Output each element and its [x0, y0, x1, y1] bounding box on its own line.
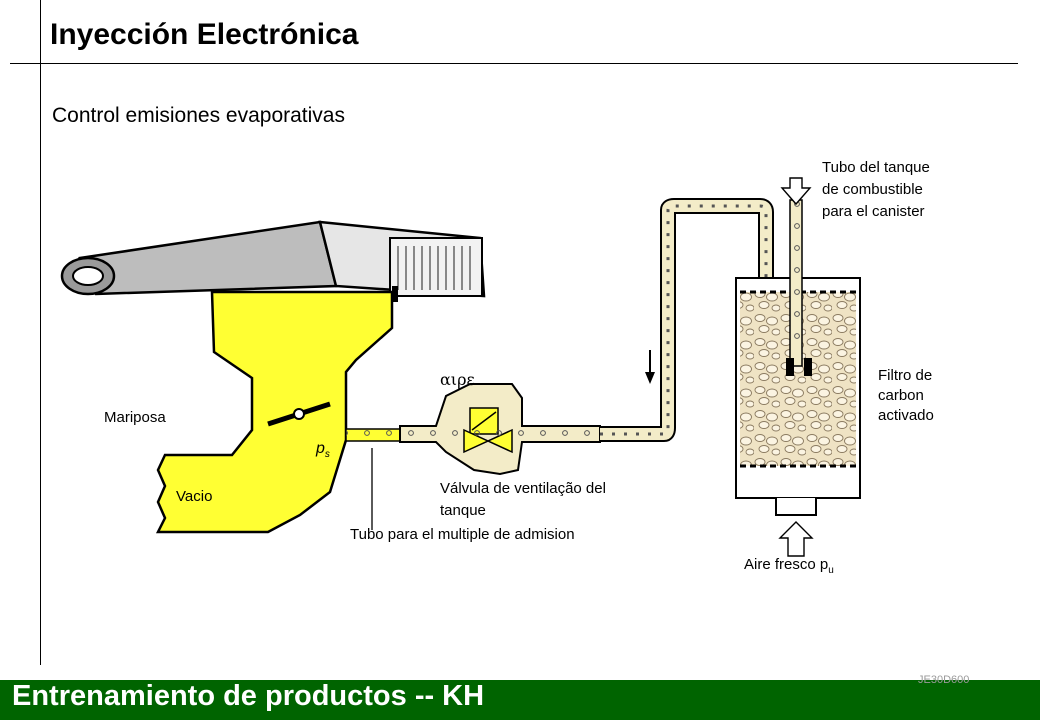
- fresh-air-arrow: [778, 521, 814, 557]
- label-tank-tube-2: de combustible: [822, 181, 923, 198]
- tank-inflow-arrow: [780, 177, 812, 206]
- label-pressure: ps: [316, 440, 330, 460]
- label-fresh-air: Aire fresco pu: [744, 554, 834, 582]
- fresh-air-text: Aire fresco p: [744, 556, 829, 573]
- air-intake-horn: [60, 220, 486, 302]
- label-valve-2: tanque: [440, 502, 486, 519]
- vertical-rule: [40, 0, 41, 665]
- label-filter-3: activado: [878, 407, 934, 424]
- label-vacuum: Vacio: [176, 488, 213, 505]
- footer-title: Entrenamiento de productos -- KH: [12, 680, 485, 712]
- label-tank-tube-3: para el canister: [822, 203, 925, 220]
- page-title: Inyección Electrónica: [50, 18, 359, 51]
- page-subtitle: Control emisiones evaporativas: [52, 104, 345, 127]
- fresh-air-subscript: u: [828, 565, 834, 576]
- label-manifold-tube: Tubo para el multiple de admision: [350, 526, 575, 543]
- slide-code: JE30D600: [918, 674, 970, 686]
- label-filter-1: Filtro de: [878, 367, 933, 384]
- throttle-shaft: [293, 408, 305, 420]
- intake-manifold: [155, 290, 394, 534]
- label-air-greek: αιρε: [440, 370, 475, 389]
- label-throttle: Mariposa: [104, 409, 166, 426]
- pressure-subscript: s: [324, 449, 330, 461]
- header-rule: [10, 63, 1018, 64]
- tank-vent-valve: [399, 383, 601, 476]
- evap-control-diagram: [60, 177, 861, 557]
- label-tank-tube-1: Tubo del tanque: [822, 159, 930, 176]
- carbon-canister: [735, 199, 861, 516]
- purge-hose: [600, 200, 772, 440]
- label-filter-2: carbon: [878, 387, 924, 404]
- pressure-symbol: p: [316, 440, 325, 457]
- footer-bar: [0, 680, 1040, 720]
- label-valve-1: Válvula de ventilação del: [440, 480, 606, 497]
